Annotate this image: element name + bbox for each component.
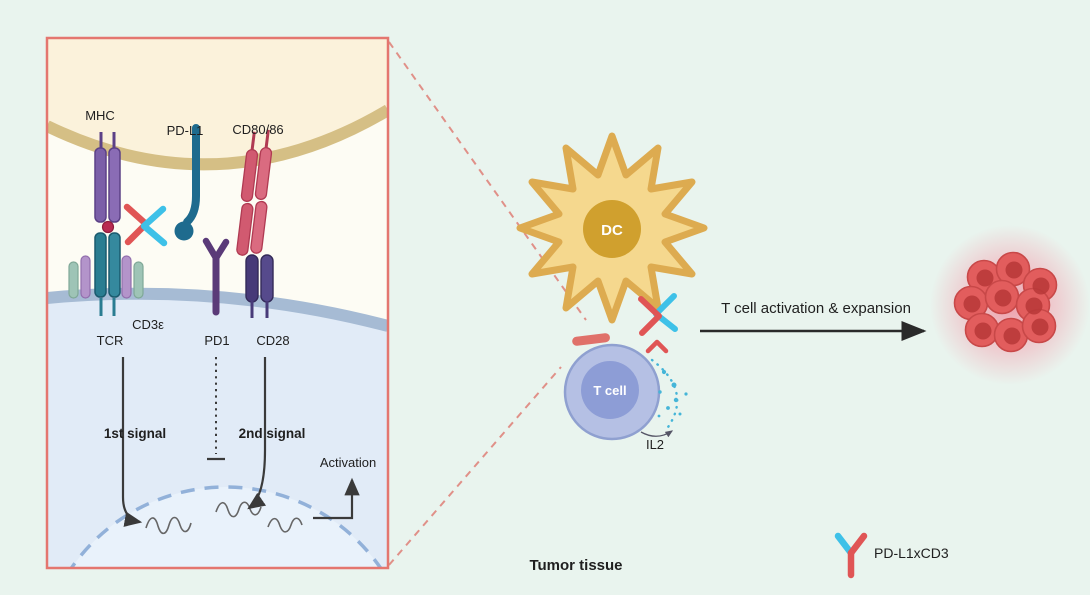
il2-secretion: IL2: [640, 358, 688, 452]
tumor-tissue-label: Tumor tissue: [529, 557, 622, 574]
signal1-arrow: [121, 357, 143, 527]
pdl1xcd3-antibody-icon: [834, 532, 868, 579]
legend-label: PD-L1xCD3: [874, 545, 949, 561]
pdl1-label: PD-L1: [167, 123, 204, 138]
expanded-cells: [953, 251, 1058, 353]
cd80-86-label: CD80/86: [232, 122, 283, 137]
activation-label: Activation: [320, 455, 376, 470]
il2-dotted-arc: [650, 358, 679, 432]
expanded-tcell-cluster: [930, 225, 1090, 385]
pdl1-molecule: [174, 124, 200, 241]
bispecific-antibody-synapse: [638, 293, 678, 354]
dc-membrane: [47, 104, 388, 171]
mhc-label: MHC: [85, 108, 115, 123]
dc-nucleus: [583, 200, 641, 258]
zoom-line-top: [388, 41, 587, 321]
antigen-peptide: [101, 220, 115, 234]
mhc-molecule: [94, 132, 121, 234]
signal1-label: 1st signal: [104, 426, 166, 441]
signal2-label: 2nd signal: [239, 426, 306, 441]
cell-contact-bar: [572, 333, 610, 346]
zoom-line-bottom: [388, 366, 562, 566]
expanded-cell-nuclei: [963, 261, 1050, 345]
inset-border: [45, 36, 390, 570]
bispecific-antibody-inset: [123, 203, 168, 247]
pd1-inhibition-line: [207, 357, 225, 461]
tcr-molecule: [94, 232, 121, 316]
il2-arrow: [640, 430, 674, 438]
signal2-arrow: [247, 357, 267, 510]
t-cell: T cell: [563, 343, 661, 441]
pd1-molecule: [202, 237, 230, 316]
tcell-cytoplasm: [47, 293, 388, 568]
activation-arrow: [313, 477, 360, 520]
activation-expansion: T cell activation & expansion: [700, 300, 927, 341]
tcell-nucleus: [581, 361, 639, 419]
cd28-label: CD28: [256, 333, 289, 348]
il2-label: IL2: [646, 437, 664, 452]
inset-panel: MHC PD-L1 CD80/86 TCR CD3ε PD1 CD28 1st …: [47, 38, 388, 568]
pd1-label: PD1: [204, 333, 229, 348]
legend: PD-L1xCD3: [834, 532, 949, 579]
tcr-label: TCR: [97, 333, 124, 348]
il2-dots: [657, 369, 688, 418]
chromatin-squiggles: [145, 501, 303, 535]
cd28-molecule: [245, 254, 274, 318]
expansion-arrow-label: T cell activation & expansion: [721, 300, 911, 317]
dc-cytoplasm: [47, 38, 388, 165]
tcell-label: T cell: [593, 383, 626, 398]
cd3-chains: [68, 255, 144, 299]
dc-label: DC: [601, 222, 623, 239]
cd80-86-molecules: [236, 129, 273, 256]
cd3e-label: CD3ε: [132, 317, 164, 332]
tcell-nucleus-outline: [69, 485, 383, 568]
